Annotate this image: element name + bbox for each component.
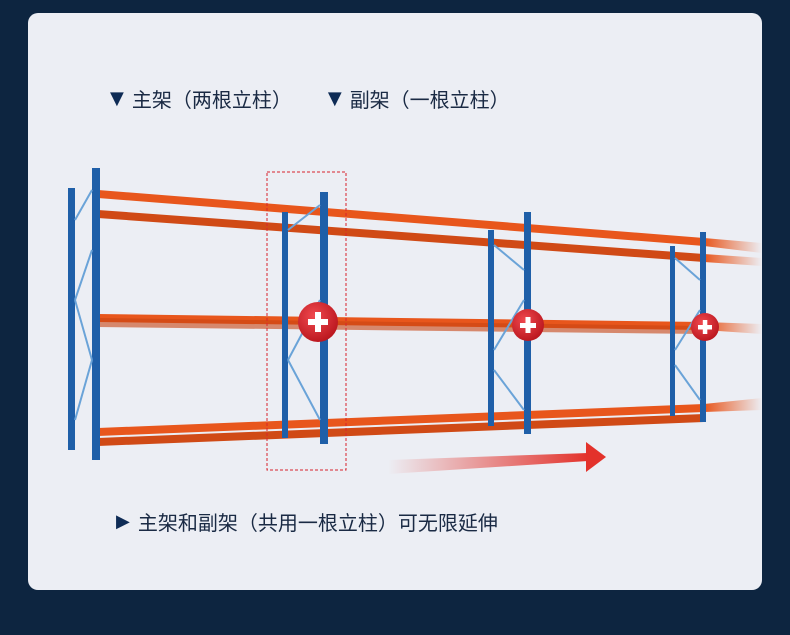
beams [98,190,762,446]
extension-caption-text: 主架和副架（共用一根立柱）可无限延伸 [137,511,498,535]
triangle-down-icon: ▼ [327,88,342,109]
sub-frame-label: ▼ 副架（一根立柱） [328,84,510,113]
plus-icon [298,302,338,342]
main-frame-text: 主架（两根立柱） [131,88,292,112]
plus-icon [691,313,719,341]
frame-labels: ▼ 主架（两根立柱） ▼ 副架（一根立柱） [110,84,510,113]
arrow-right-icon [388,442,606,474]
content-card [28,13,762,590]
plus-icon [512,309,544,341]
shared-upright-highlight [266,171,347,471]
sub-frame-text: 副架（一根立柱） [349,88,510,112]
extension-caption: ▶ 主架和副架（共用一根立柱）可无限延伸 [116,507,498,536]
main-frame-label: ▼ 主架（两根立柱） [110,84,292,113]
uprights [68,168,706,460]
triangle-down-icon: ▼ [110,88,124,109]
triangle-right-icon: ▶ [116,511,130,532]
